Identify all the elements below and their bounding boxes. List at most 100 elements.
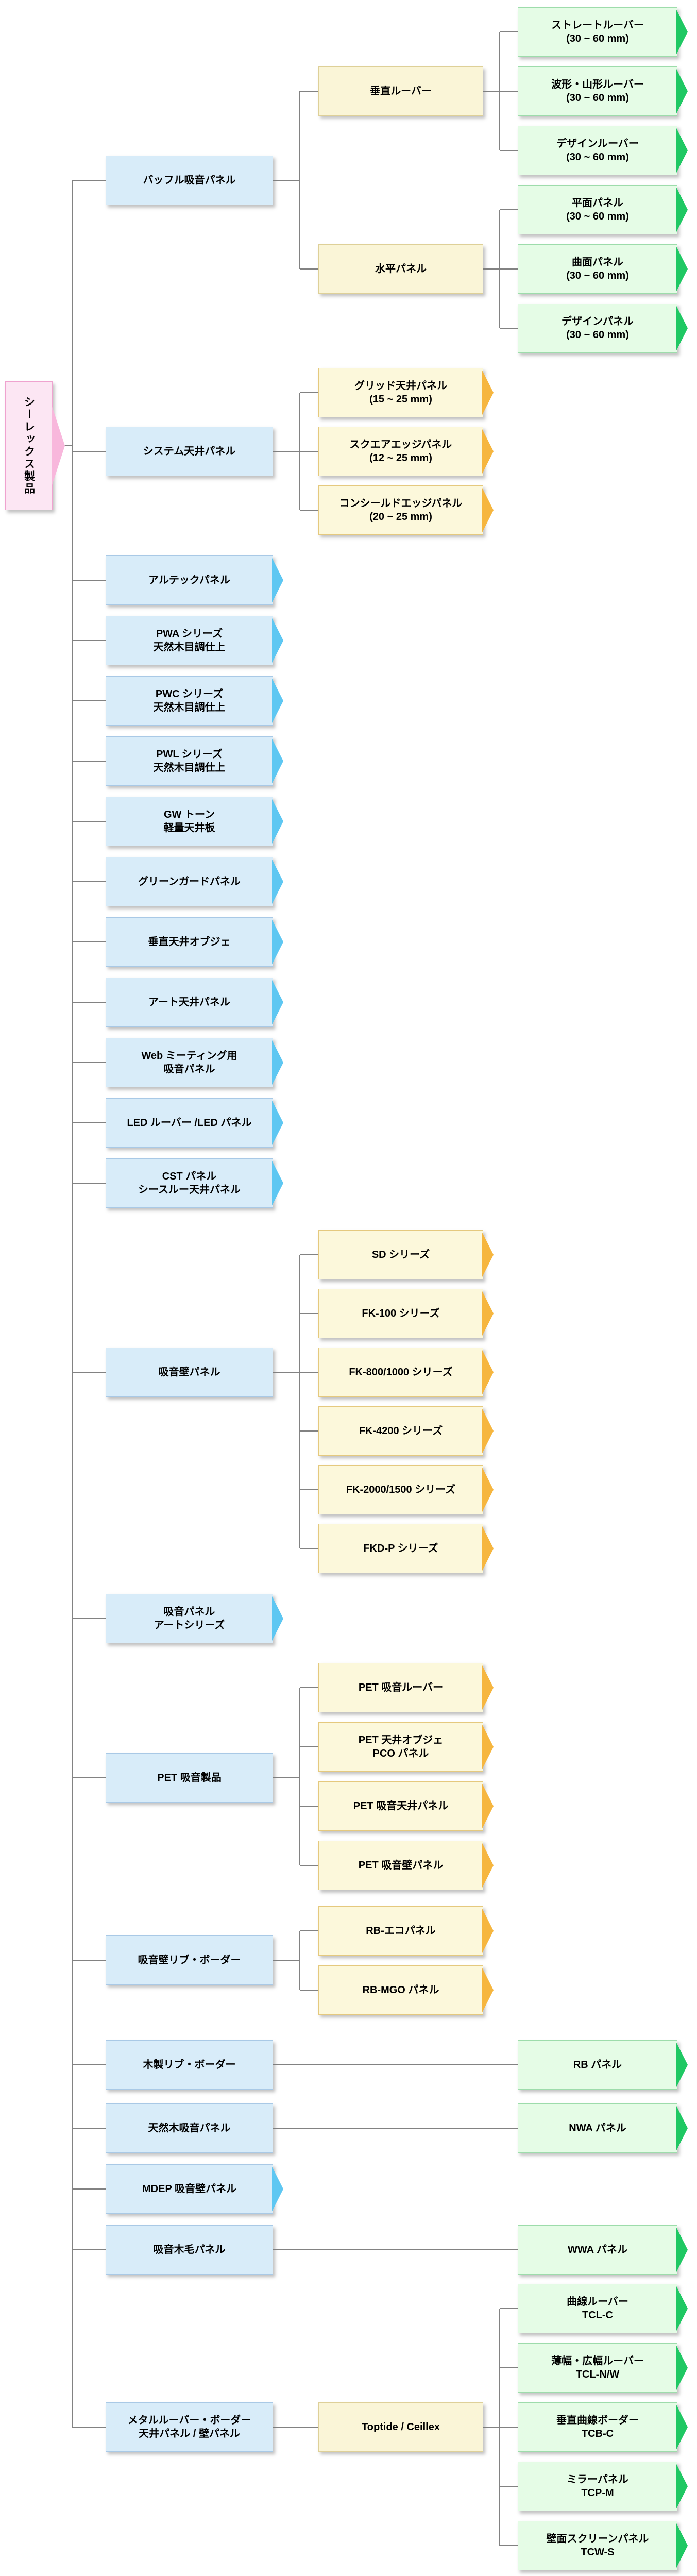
node-altec: アルテックパネル [106, 555, 283, 605]
node-mdep: MDEP 吸音壁パネル [106, 2164, 283, 2214]
node-label: Toptide / Ceillex [362, 2421, 440, 2433]
node-label: 天井パネル / 壁パネル [139, 2428, 240, 2439]
node-label: スクエアエッジパネル [349, 439, 452, 450]
node-label: FK-800/1000 シリーズ [349, 1366, 453, 1378]
node-tcl-nw: 薄幅・広幅ルーバー TCL-N/W [518, 2343, 688, 2393]
node-label: 吸音パネル [163, 1064, 215, 1075]
node-label: SD シリーズ [371, 1249, 430, 1260]
node-wood-rib: 木製リブ・ボーダー [106, 2040, 273, 2090]
node-label: ミラーパネル [567, 2473, 628, 2485]
node-art-ceiling: アート天井パネル [106, 978, 283, 1027]
node-label: 垂直天井オブジェ [148, 936, 231, 948]
node-pet-louver: PET 吸音ルーバー [318, 1663, 494, 1712]
node-label: (15 ~ 25 mm) [369, 394, 432, 405]
node-tcb-c: 垂直曲線ボーダー TCB-C [518, 2402, 688, 2452]
node-label: 吸音壁リブ・ボーダー [138, 1954, 241, 1966]
node-label: TCL-N/W [575, 2369, 620, 2380]
node-label: 垂直曲線ボーダー [556, 2414, 639, 2426]
node-square-edge: スクエアエッジパネル (12 ~ 25 mm) [318, 427, 494, 476]
node-label: TCL-C [582, 2310, 613, 2321]
root-node: シーレックス製品 [5, 381, 65, 510]
node-label: シースルー天井パネル [138, 1184, 241, 1196]
node-label: コンシールドエッジパネル [339, 497, 463, 509]
node-label: PWA シリーズ [156, 628, 223, 639]
node-label: 曲線ルーバー [567, 2296, 628, 2308]
node-label: (20 ~ 25 mm) [369, 511, 432, 523]
node-label: 波形・山形ルーバー [551, 78, 644, 90]
node-nat-wood: 天然木吸音パネル [106, 2103, 273, 2153]
node-label: (30 ~ 60 mm) [566, 211, 629, 222]
node-web-meeting: Web ミーティング用吸音パネル [106, 1038, 283, 1087]
node-label: 天然木目調仕上 [153, 642, 226, 653]
node-label: (12 ~ 25 mm) [369, 452, 432, 464]
node-label: FK-2000/1500 シリーズ [346, 1484, 456, 1495]
node-wave: 波形・山形ルーバー(30 ~ 60 mm) [518, 66, 688, 116]
node-label: アート天井パネル [148, 996, 230, 1008]
node-rb-panel: RB パネル [518, 2040, 688, 2090]
node-fk4200: FK-4200 シリーズ [318, 1406, 494, 1456]
node-label: PWC シリーズ [155, 688, 224, 700]
node-gw-tone: GW トーン軽量天井板 [106, 797, 283, 846]
node-tcp-m: ミラーパネル TCP-M [518, 2462, 688, 2511]
node-label: PET 吸音ルーバー [358, 1681, 444, 1693]
node-label: MDEP 吸音壁パネル [142, 2183, 236, 2195]
node-toptide: Toptide / Ceillex [318, 2402, 483, 2452]
node-straight: ストレートルーバー (30 ~ 60 mm) [518, 7, 688, 57]
node-wood-wool: 吸音木毛パネル [106, 2225, 273, 2275]
node-label: 平面パネル [572, 197, 623, 209]
node-label: 垂直ルーバー [370, 85, 432, 97]
node-pet-wall: PET 吸音壁パネル [318, 1841, 494, 1890]
node-label: バッフル吸音パネル [143, 174, 236, 186]
node-fk800-1000: FK-800/1000 シリーズ [318, 1348, 494, 1397]
node-label: グリーンガードパネル [138, 875, 241, 887]
node-label: PCO パネル [372, 1748, 429, 1759]
node-label: グリッド天井パネル [354, 380, 447, 392]
node-metal: メタルルーバー・ボーダー天井パネル / 壁パネル [106, 2402, 273, 2452]
node-label: PET 吸音壁パネル [358, 1859, 444, 1871]
node-label: Web ミーティング用 [141, 1050, 237, 1062]
node-baffle: バッフル吸音パネル [106, 156, 273, 205]
node-label: 軽量天井板 [163, 822, 215, 834]
node-pwc: PWC シリーズ天然木目調仕上 [106, 676, 283, 726]
node-pwl: PWL シリーズ天然木目調仕上 [106, 736, 283, 786]
node-h-panel: 水平パネル [318, 244, 483, 294]
node-label: 天然木吸音パネル [148, 2122, 231, 2134]
node-v-louver: 垂直ルーバー [318, 66, 483, 116]
node-label: 曲面パネル [572, 256, 623, 268]
node-label: RB パネル [573, 2059, 622, 2070]
node-label: PWL シリーズ [156, 748, 223, 760]
node-label: 天然木目調仕上 [153, 762, 226, 773]
node-pet-ceiling: PET 吸音天井パネル [318, 1781, 494, 1831]
node-label: TCP-M [581, 2487, 614, 2499]
node-label: 薄幅・広幅ルーバー [551, 2355, 644, 2367]
node-label: アルテックパネル [148, 574, 230, 586]
node-label: デザインパネル [562, 315, 634, 327]
node-design-panel: デザインパネル(30 ~ 60 mm) [518, 304, 688, 353]
node-pet: PET 吸音製品 [106, 1753, 273, 1803]
node-label: 吸音木毛パネル [153, 2244, 226, 2255]
node-label: CST パネル [162, 1170, 217, 1182]
node-label: NWA パネル [569, 2122, 626, 2134]
node-label: 壁面スクリーンパネル [546, 2533, 649, 2545]
node-art-series: 吸音パネルアートシリーズ [106, 1594, 283, 1643]
node-design-louver: デザインルーバー(30 ~ 60 mm) [518, 126, 688, 175]
node-label: (30 ~ 60 mm) [566, 33, 629, 44]
node-tcw-s: 壁面スクリーンパネル TCW-S [518, 2521, 688, 2570]
node-label: FKD-P シリーズ [363, 1542, 438, 1554]
node-wwa: WWA パネル [518, 2225, 688, 2275]
node-label: LED ルーバー /LED パネル [127, 1117, 252, 1129]
node-label: メタルルーバー・ボーダー [127, 2414, 251, 2426]
node-label: TCB-C [581, 2428, 614, 2439]
node-fkd-p: FKD-P シリーズ [318, 1524, 494, 1573]
node-label: 吸音パネル [163, 1606, 215, 1618]
connector-path [64, 31, 518, 2546]
node-label: RB-エコパネル [366, 1925, 436, 1937]
node-led: LED ルーバー /LED パネル [106, 1098, 283, 1148]
node-label: TCW-S [581, 2547, 615, 2558]
node-label: システム天井パネル [143, 445, 236, 457]
node-label: ストレートルーバー [551, 19, 644, 31]
node-nwa: NWA パネル [518, 2103, 688, 2153]
node-greenguard: グリーンガードパネル [106, 857, 283, 906]
